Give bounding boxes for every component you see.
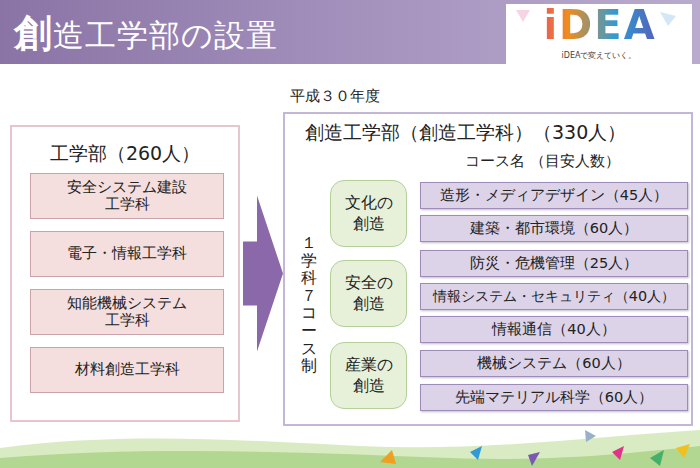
department-box: 知能機械システム工学科 — [30, 289, 224, 335]
course-box: 情報システム・セキュリティ（40人） — [420, 283, 688, 310]
box-text: 情報通信（40人） — [492, 320, 615, 339]
course-box: 先端マテリアル科学（60人） — [420, 384, 688, 411]
course-box: 造形・メディアデザイン（45人） — [420, 182, 688, 209]
course-box: 機械システム（60人） — [420, 350, 688, 377]
box-text: 建築・都市環境（60人） — [470, 219, 638, 238]
page-title: 創造工学部の設置 — [14, 8, 278, 59]
vertical-note: １学科７コース制 — [301, 234, 317, 375]
course-box: 建築・都市環境（60人） — [420, 215, 688, 242]
department-box: 材料創造工学科 — [30, 347, 224, 393]
course-box: 情報通信（40人） — [420, 316, 688, 343]
box-text: 造形・メディアデザイン（45人） — [440, 186, 668, 205]
box-text: 産業の創造 — [343, 355, 394, 397]
year-label: 平成３０年度 — [290, 87, 380, 106]
bottom-wave — [0, 430, 700, 468]
group-box: 産業の創造 — [330, 342, 407, 409]
faculty-box: 創造工学部（創造工学科）（330人） コース名 （目安人数） １学科７コース制 文化の… — [283, 112, 693, 426]
logo-tagline: iDEAで変えていく。 — [512, 50, 686, 61]
box-text: 情報システム・セキュリティ（40人） — [433, 287, 675, 306]
department-box: 電子・情報工学科 — [30, 231, 224, 277]
box-text: 安全の創造 — [343, 273, 394, 315]
box-text: 防災・危機管理（25人） — [470, 254, 638, 273]
box-text: 電子・情報工学科 — [67, 245, 187, 262]
triangle — [585, 430, 596, 442]
triangle — [380, 450, 396, 464]
group-box: 文化の創造 — [330, 180, 407, 247]
triangle — [676, 444, 690, 458]
triangle — [612, 446, 624, 460]
bottom-wave — [0, 446, 700, 468]
heading: 創造工学部（創造工学科）（330人） — [305, 120, 626, 146]
box-text: 文化の創造 — [343, 193, 394, 235]
course-box: 防災・危機管理（25人） — [420, 250, 688, 277]
heading: 工学部（260人） — [12, 141, 238, 167]
faculty-box: 工学部（260人） 安全システム建設工学科電子・情報工学科知能機械システム工学科材… — [10, 125, 240, 422]
group-box: 安全の創造 — [330, 260, 407, 327]
box-text: 安全システム建設工学科 — [66, 179, 189, 214]
logo-word: iDEA — [520, 2, 680, 48]
column-heading: コース名 （目安人数） — [465, 152, 620, 171]
box-text: 先端マテリアル科学（60人） — [455, 388, 653, 407]
triangle — [650, 450, 664, 466]
box-text: 知能機械システム工学科 — [66, 295, 189, 330]
triangle — [528, 452, 540, 466]
department-box: 安全システム建設工学科 — [30, 173, 224, 219]
box-text: 機械システム（60人） — [477, 354, 630, 373]
block-arrow — [243, 196, 283, 352]
box-text: 材料創造工学科 — [75, 361, 180, 378]
triangle — [470, 446, 482, 460]
